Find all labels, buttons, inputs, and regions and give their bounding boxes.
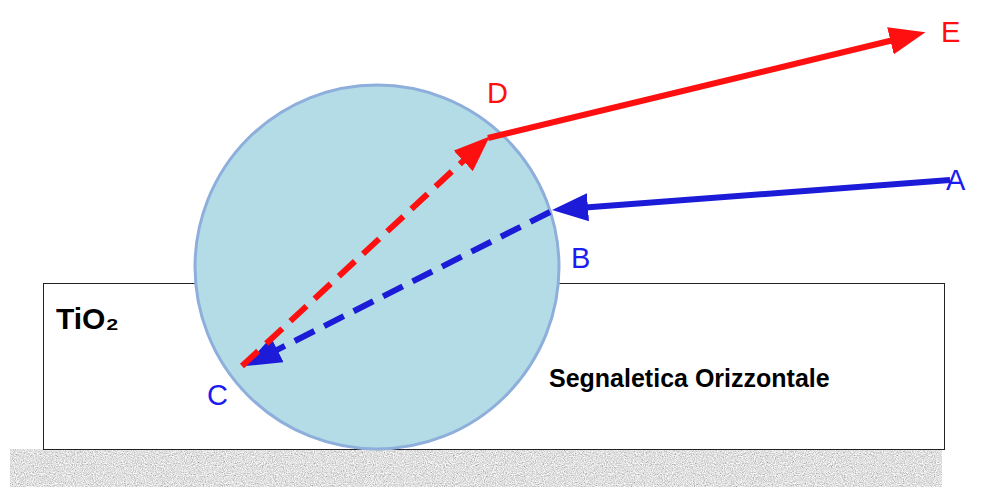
point-label: C xyxy=(207,381,228,410)
point-label: A xyxy=(946,166,965,195)
retroreflected-ray xyxy=(488,37,906,138)
incident-ray xyxy=(572,180,950,209)
point-label: B xyxy=(571,244,590,273)
material-label: TiO₂ xyxy=(56,302,119,336)
point-label: D xyxy=(487,79,508,108)
refracted-ray xyxy=(263,212,550,357)
glass-bead xyxy=(195,85,559,449)
reflected-ray xyxy=(242,150,475,366)
point-label: E xyxy=(941,18,960,47)
layer-label: Segnaletica Orizzontale xyxy=(549,364,830,393)
